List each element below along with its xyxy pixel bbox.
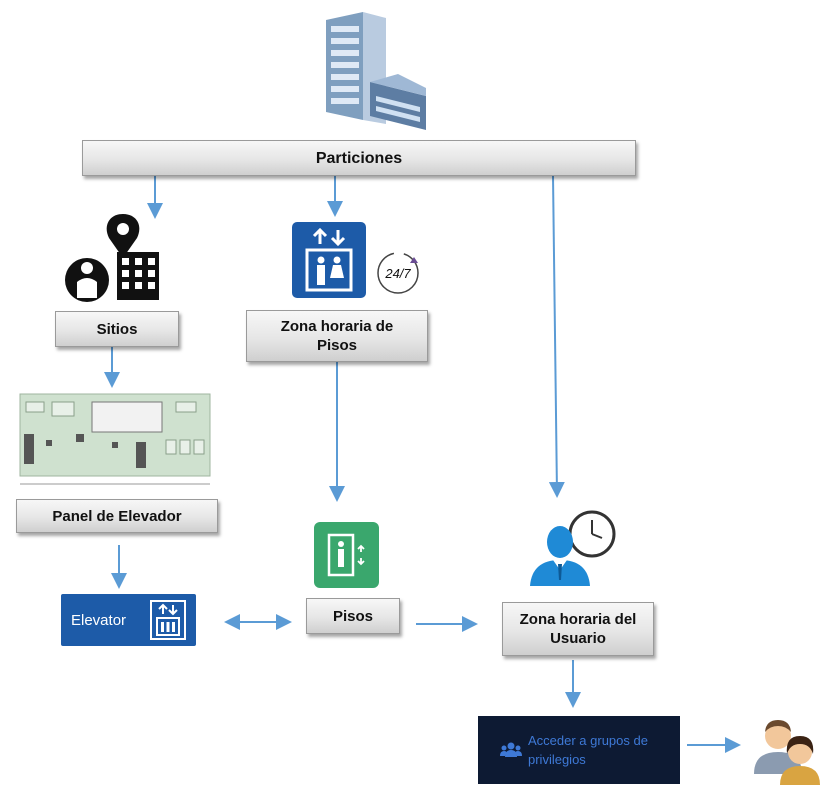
panel-elevador-box: Panel de Elevador xyxy=(16,499,218,533)
particiones-label: Particiones xyxy=(315,149,403,167)
clock-24-7-icon: 24/7 xyxy=(377,252,419,294)
elevator-label: Elevator xyxy=(71,611,127,629)
zona-horaria-usuario-label: Zona horaria del Usuario xyxy=(519,611,637,647)
pisos-box: Pisos xyxy=(306,598,400,634)
elevator-button[interactable]: Elevator xyxy=(61,594,196,646)
zona-horaria-usuario-box: Zona horaria del Usuario xyxy=(502,602,654,656)
acceder-grupos-privilegios-button[interactable]: Acceder a grupos de privilegios xyxy=(478,716,680,784)
sitios-box: Sitios xyxy=(55,311,179,347)
clock-247-text: 24/7 xyxy=(384,266,411,281)
elevator-icon xyxy=(292,222,366,298)
site-location-icon xyxy=(65,214,159,302)
zona-horaria-pisos-label: Zona horaria de Pisos xyxy=(280,318,394,354)
arrow-particiones-zona-usuario xyxy=(548,175,565,498)
particiones-box: Particiones xyxy=(82,140,636,176)
sitios-label: Sitios xyxy=(96,320,138,338)
panel-elevador-label: Panel de Elevador xyxy=(52,507,182,525)
pisos-label: Pisos xyxy=(332,607,374,625)
building-icon xyxy=(326,12,426,130)
elevator-small-icon xyxy=(150,600,186,640)
user-clock-icon xyxy=(530,510,616,586)
zona-horaria-pisos-box: Zona horaria de Pisos xyxy=(246,310,428,362)
acceder-label: Acceder a grupos de privilegios xyxy=(528,733,648,767)
floor-elevator-icon xyxy=(314,522,379,588)
users-icon xyxy=(754,720,820,785)
circuit-board-icon xyxy=(19,393,211,485)
group-icon xyxy=(500,742,522,757)
